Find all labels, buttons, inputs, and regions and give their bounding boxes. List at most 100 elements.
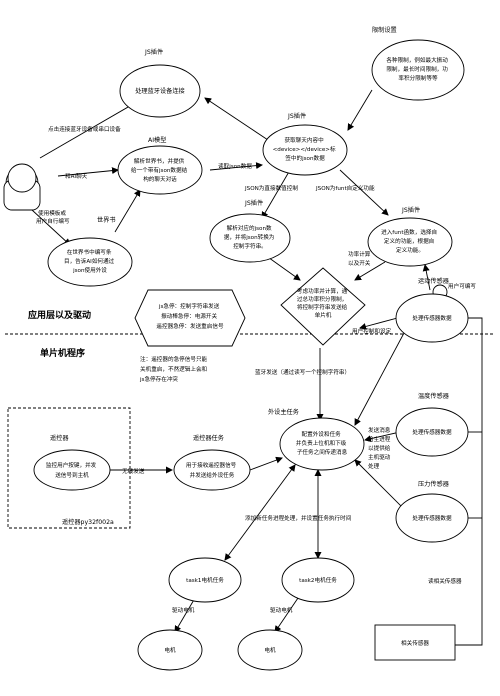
edge-user-funt	[422, 264, 431, 291]
motion-proc-node	[395, 293, 469, 343]
json-direct-label: JSON为直接数值控制	[244, 184, 298, 192]
remote-task-label: 遥控器任务	[193, 434, 224, 442]
edge-parse-decision	[264, 254, 301, 281]
connect-device-label: 点击连接蓝牙设备或串口设备	[48, 125, 121, 133]
js-keys-line-1: js急停：控制字符串发送	[158, 302, 220, 310]
limits-line-1: 各种限制，例如最大振动	[386, 56, 448, 64]
drive1-label: 驱动电机	[172, 606, 195, 614]
edge-drive1	[174, 597, 196, 633]
note-text: 注：遥控器的急停信号只能 关机重启，不然逻辑上会和 js急停存在冲突	[139, 355, 209, 383]
drive2-label: 驱动电机	[270, 606, 293, 614]
json-parse-text: 解析对应的json数 据，并将json转换为 控制字符串。	[224, 224, 276, 250]
user-template-label: 使用模板或 用户自行编写	[36, 209, 70, 225]
peripheral-node	[279, 417, 365, 471]
chat-json-node	[262, 124, 348, 176]
sensor-rect-node	[374, 624, 456, 661]
limits-line-2: 限制，最长时间限制，功	[386, 65, 448, 73]
peripheral-text: 配置外设和任务 并负责上位机和下级 子任务之间传递消息	[296, 430, 348, 456]
funt-line-2: 定义的功能，根据自	[384, 237, 434, 245]
user-write-label: 用户可编写	[448, 282, 476, 290]
edge-drive2	[274, 597, 299, 633]
connect-bt-node	[119, 64, 201, 118]
json-parse-node	[209, 213, 291, 263]
motor2-node	[237, 629, 303, 671]
funt-line-3: 定义功能。	[396, 246, 424, 254]
power-calc-line-1: 功率计算	[348, 250, 371, 258]
decision-line-4: 单片机	[315, 311, 332, 319]
temp-sensor-label: 温度传感器	[418, 392, 450, 400]
world-parse-line-1: 解析世界书，并提供	[134, 157, 185, 165]
remote-proc-line-2: 送信号到主机	[55, 471, 89, 479]
decision-text: 考虑功率并计算，通 过总功率积分限制， 将控制字符串发送给 单片机	[297, 287, 349, 319]
wireless-label: 无线发送	[122, 467, 145, 475]
task1-text: task1电机任务	[186, 576, 224, 584]
world-write-line-3: json使用外设	[72, 266, 107, 274]
js-keys-line-2: 振动棒急停：电源开关	[161, 312, 217, 320]
world-write-text: 在世界书中编写条 目，告诉AI如何通过 json使用外设	[64, 248, 116, 274]
motor1-node	[137, 629, 203, 671]
send-msg-label: 发送消息 给主进程 以提供给 主机驱动 处理	[368, 426, 392, 470]
limits-node	[371, 39, 465, 101]
chat-json-line-3: 签中的json数据	[285, 154, 325, 162]
world-parse-text: 解析世界书，并提供 给一个带有json数据结 构的聊天对话	[131, 157, 189, 183]
peripheral-task-label: 外设主任务	[268, 408, 299, 416]
remote-container	[7, 407, 131, 529]
peripheral-line-3: 子任务之间传递消息	[297, 448, 348, 456]
edge-user-worldbook	[31, 209, 71, 246]
chat-json-line-1: 获取聊天内容中	[285, 136, 325, 144]
read-json-label: 读取json数据	[218, 162, 252, 170]
edge-world-ai	[114, 189, 141, 233]
edge-json-direct	[261, 169, 291, 219]
world-write-line-2: 目，告诉AI如何通过	[64, 257, 115, 265]
funt-node	[367, 217, 453, 267]
remote-task-line-1: 用于接收遥控器信号	[186, 461, 237, 469]
send-msg-line-1: 发送消息	[368, 426, 391, 434]
remote-proc-line-1: 监控用户按键，并发	[46, 461, 97, 469]
chat-json-text: 获取聊天内容中 <device></device>标 签中的json数据	[273, 136, 338, 162]
pressure-proc-text: 处理传感器数据	[412, 514, 452, 522]
task2-text: task2电机任务	[299, 576, 337, 584]
note-line-3: js急停存在冲突	[139, 375, 178, 383]
send-msg-line-5: 处理	[368, 462, 380, 470]
edge-motion-peripheral	[354, 317, 413, 426]
edge-sensor-bracket	[455, 317, 483, 646]
remote-chip-label: 遥控器py32f002a	[62, 518, 114, 526]
js-plugin-label-3: JS插件	[244, 199, 263, 207]
send-msg-line-3: 以提供给	[368, 444, 391, 452]
sensor-rect-text: 相关传感器	[401, 639, 429, 647]
decision-line-3: 将控制字符串发送给	[297, 303, 348, 311]
pressure-proc-node	[395, 493, 469, 543]
note-line-1: 注：遥控器的急停信号只能	[140, 355, 208, 363]
peripheral-line-2: 并负责上位机和下级	[296, 439, 347, 447]
world-book-label: 世界书	[97, 216, 116, 224]
js-plugin-label-2: JS插件	[287, 112, 306, 120]
remote-proc-text: 监控用户按键，并发 送信号到主机	[46, 461, 98, 479]
motion-proc-text: 处理传感器数据	[412, 314, 452, 322]
edge-temp-peripheral	[364, 431, 401, 443]
funt-text: 进入funt函数，选择自 定义的功能，根据自 定义功能。	[381, 228, 439, 254]
bt-send-label: 蓝牙发送（通过读写一个控制字符串）	[255, 368, 350, 376]
send-msg-line-2: 给主进程	[368, 435, 391, 443]
pressure-sensor-label: 压力传感器	[418, 480, 450, 488]
user-template-line-2: 用户自行编写	[36, 217, 70, 225]
world-parse-line-3: 构的聊天对话	[143, 175, 177, 183]
decision-node	[280, 267, 366, 346]
json-funt-label: JSON为funt自定义功能	[315, 184, 375, 192]
motor1-text: 电机	[164, 646, 176, 654]
edge-labels: 点击连接蓝牙设备或串口设备 和AI聊天 使用模板或 用户自行编写 读取json数…	[36, 125, 476, 614]
power-calc-line-2: 以及开关	[348, 259, 371, 267]
remote-task-line-2: 并发送给外设任务	[190, 471, 235, 479]
power-calc-label: 功率计算 以及开关	[348, 250, 372, 267]
user-control-label: 用户控制和设定	[352, 327, 392, 335]
js-plugin-label-1: JS插件	[144, 48, 163, 56]
remote-task-node	[173, 449, 251, 491]
peripheral-line-1: 配置外设和任务	[302, 430, 342, 438]
user-icon	[3, 163, 41, 211]
edge-pressure-peripheral	[354, 459, 406, 511]
motion-sensor-label: 运动传感器	[418, 277, 450, 285]
json-parse-line-2: 据，并将json转换为	[224, 233, 275, 241]
mcu-label: 单片机程序	[40, 347, 85, 359]
world-write-line-1: 在世界书中编写条	[67, 248, 112, 256]
user-template-line-1: 使用模板或	[38, 209, 66, 217]
motor2-text: 电机	[264, 646, 276, 654]
